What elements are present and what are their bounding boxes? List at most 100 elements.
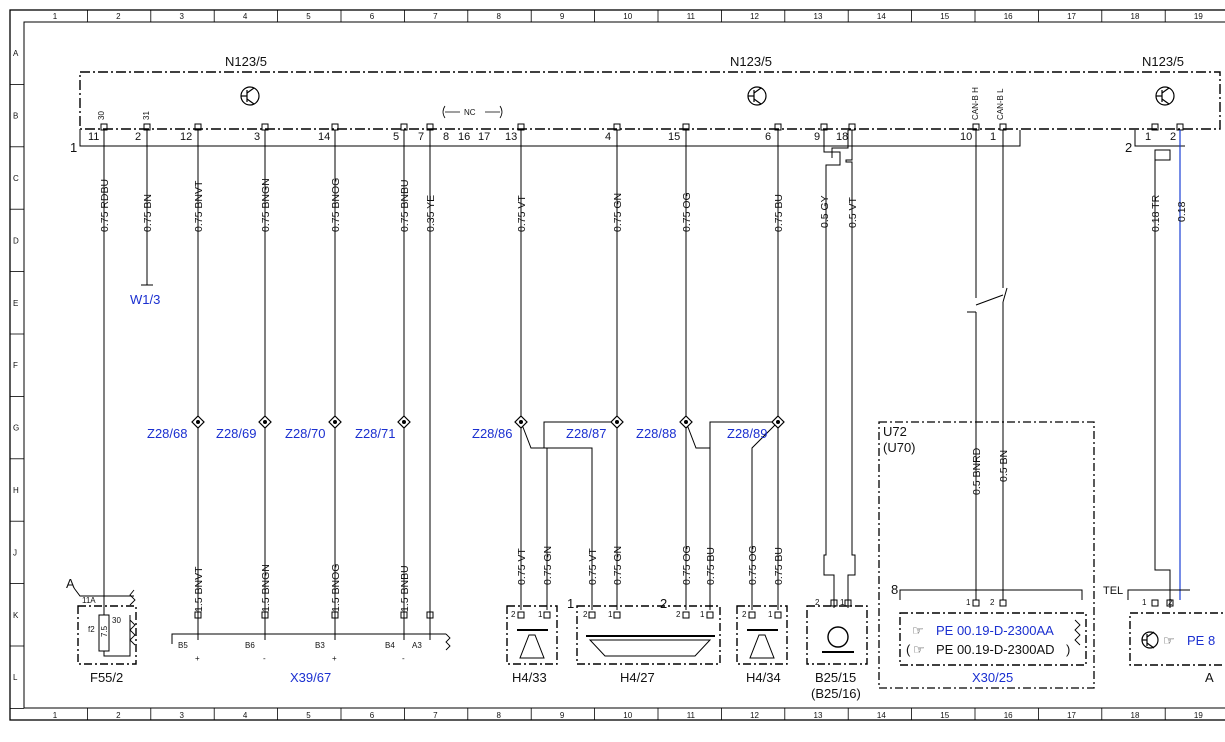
grid-column-label: 14 (877, 711, 886, 720)
pin-right-2: 2 (1170, 131, 1176, 143)
u72-box (878, 421, 1095, 689)
wire-label: 0.75 BU (773, 194, 785, 232)
wire-label: 0.75 GN (612, 193, 624, 232)
sheet-frame (9, 9, 1225, 721)
pin-stub (588, 611, 596, 619)
pin-2: 2 (135, 131, 141, 143)
grid-column-label: 19 (1194, 12, 1203, 21)
splice-points (191, 415, 785, 429)
wire-label: 0.75 BNOG (330, 178, 342, 232)
lower-pin-numbers: 2 1 2 1 2 1 2 1 2 1 1 2 1 2 (511, 598, 1173, 619)
grid-row-label: J (13, 548, 17, 557)
grid-row-label: B (13, 112, 18, 121)
grid-row-label: A (13, 49, 19, 58)
splice-z28-69: Z28/69 (216, 426, 256, 441)
nc-label: NC (464, 108, 476, 117)
f55-2-label: F55/2 (90, 670, 123, 685)
wire-label: 0.75 GN (542, 546, 554, 585)
hand-icon: ☞ (912, 623, 924, 638)
grid-column-label: 16 (1004, 12, 1013, 21)
h4-33-label: H4/33 (512, 670, 547, 685)
grid-row-label: E (13, 299, 18, 308)
wire-label: 0.5 BNRD (971, 447, 983, 495)
x30-break (1074, 619, 1081, 646)
grid-column-label: 1 (53, 12, 58, 21)
grid-column-label: 4 (243, 12, 248, 21)
polarity-plus: + (195, 654, 200, 663)
pin-16: 16 (458, 131, 470, 143)
pin-18: 18 (836, 131, 848, 143)
inner-frame (23, 21, 1225, 709)
polarity-minus: - (263, 654, 266, 663)
paren-open: ( (906, 642, 911, 657)
splice-dot (402, 420, 406, 424)
b25-box (806, 605, 868, 665)
wire-label: 0.75 BNVT (193, 180, 205, 232)
grid-column-label: 15 (940, 711, 949, 720)
pe-ref-c[interactable]: PE 8 (1187, 633, 1215, 648)
connector-pins: 11 2 12 3 14 5 7 8 16 17 13 4 15 6 9 18 … (88, 131, 1176, 143)
x30-25-link[interactable]: X30/25 (972, 670, 1013, 685)
grid-row-label: F (13, 361, 18, 370)
grid-column-label: 7 (433, 711, 438, 720)
pin-num: 1 (538, 610, 543, 619)
can-l-label: CAN-B L (996, 88, 1005, 120)
grid-column-label: 17 (1067, 12, 1076, 21)
grid-column-label: 8 (497, 711, 502, 720)
fuse-11a: 11A (82, 596, 96, 605)
grid-row-label: H (13, 486, 19, 495)
x39-67-link[interactable]: X39/67 (290, 670, 331, 685)
grid-column-label: 12 (750, 711, 759, 720)
tel-box (1129, 612, 1225, 666)
pin-4: 4 (605, 131, 611, 143)
pin-stub (1151, 599, 1159, 607)
wire-label: 0.75 BU (773, 547, 785, 585)
grid-column-label: 6 (370, 711, 375, 720)
terminal-b4: B4 (385, 641, 395, 650)
pin-8: 8 (443, 131, 449, 143)
w1-3-link[interactable]: W1/3 (130, 292, 160, 307)
polarity-plus: + (332, 654, 337, 663)
speaker-icon (519, 634, 545, 659)
wire-label: 0.75 GN (612, 546, 624, 585)
grid-column-label: 2 (116, 711, 121, 720)
grid-column-label: 3 (180, 711, 185, 720)
x39-break (445, 633, 451, 651)
transistor-icon (1141, 631, 1159, 649)
wire-label: 1.5 BNBU (399, 565, 411, 612)
tel-label: TEL (1103, 585, 1123, 597)
grid-column-label: 18 (1131, 711, 1140, 720)
splice-z28-86: Z28/86 (472, 426, 512, 441)
pin-num: 1 (608, 610, 613, 619)
pin-1: 1 (990, 131, 996, 143)
h4-27-box (576, 605, 721, 665)
pin-9: 9 (814, 131, 820, 143)
fuse-break (129, 589, 136, 606)
pe-ref-a[interactable]: PE 00.19-D-2300AA (936, 623, 1054, 638)
connector-1-strip (79, 130, 1021, 147)
terminal-b3: B3 (315, 641, 325, 650)
grid-column-label: 7 (433, 12, 438, 21)
pin-7: 7 (418, 131, 424, 143)
splice-dot (684, 420, 688, 424)
x30-8-label: 8 (891, 582, 898, 597)
wire-label: 0.75 VT (587, 548, 599, 585)
tel-strip (1127, 589, 1190, 600)
grid-column-label: 9 (560, 12, 565, 21)
pin-num: 1 (700, 610, 705, 619)
grid-row-label: G (13, 424, 19, 433)
connector-2-label: 2 (1125, 140, 1132, 155)
wire-label: 0.35 YE (425, 195, 437, 232)
wire-label: 1.5 BNVT (193, 566, 205, 612)
hand-icon: ☞ (913, 642, 925, 657)
grid-column-label: 13 (814, 711, 823, 720)
pin-stub (1151, 123, 1159, 131)
fuse-bracket (73, 587, 134, 597)
terminal-labels: B5 B6 B3 B4 A3 + - + - (178, 641, 422, 663)
pin-stub (748, 611, 756, 619)
grid-row-label: K (13, 611, 19, 620)
x39-67-strip (171, 633, 446, 644)
u72-label: U72 (883, 424, 907, 439)
connector-1-label: 1 (70, 140, 77, 155)
